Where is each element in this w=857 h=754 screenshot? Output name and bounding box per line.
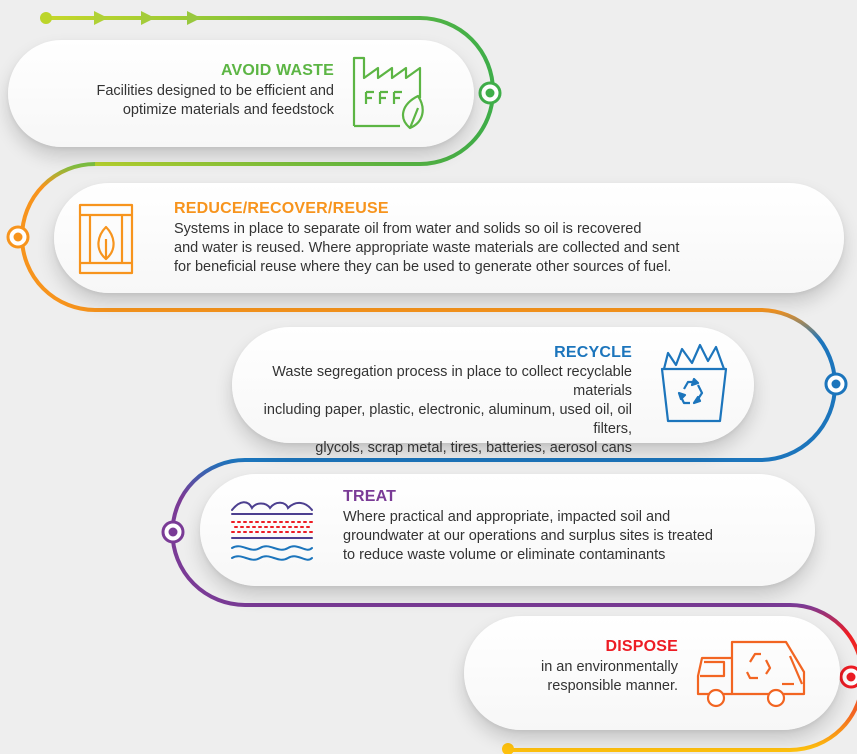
path-segment-dispose xyxy=(508,603,857,752)
step-title: RECYCLE xyxy=(554,344,632,361)
arrow-icon xyxy=(187,11,201,25)
step-description: Facilities designed to be efficient and … xyxy=(96,83,334,118)
node-marker-recycle xyxy=(824,372,848,396)
step-card-reduce-recover-reuse: REDUCE/RECOVER/REUSE Systems in place to… xyxy=(54,183,844,293)
step-card-avoid-waste: AVOID WASTE Facilities designed to be ef… xyxy=(8,40,474,147)
soil-layers-icon xyxy=(231,501,313,561)
frame-leaf-icon xyxy=(78,203,134,275)
node-marker-treat xyxy=(161,520,185,544)
step-description: Where practical and appropriate, impacte… xyxy=(343,509,713,563)
step-title: TREAT xyxy=(343,488,397,505)
node-marker-avoid xyxy=(478,81,502,105)
garbage-truck-icon xyxy=(696,640,806,708)
path-start-dot xyxy=(40,12,52,24)
node-marker-reduce xyxy=(6,225,30,249)
step-card-recycle: RECYCLE Waste segregation process in pla… xyxy=(232,327,754,456)
recycle-bin-icon xyxy=(660,343,728,423)
arrow-icon xyxy=(141,11,155,25)
step-description: Systems in place to separate oil from wa… xyxy=(174,221,680,275)
arrow-icon xyxy=(94,11,108,25)
step-description: in an environmentally responsible manner… xyxy=(540,659,678,694)
step-title: AVOID WASTE xyxy=(220,62,334,79)
step-card-dispose: DISPOSE in an environmentally responsibl… xyxy=(464,616,840,730)
step-title: DISPOSE xyxy=(605,638,678,655)
step-card-treat: TREAT Where practical and appropriate, i… xyxy=(200,474,815,586)
step-description: Waste segregation process in place to co… xyxy=(263,364,632,456)
node-marker-dispose xyxy=(839,665,857,689)
factory-leaf-icon xyxy=(352,56,424,130)
step-title: REDUCE/RECOVER/REUSE xyxy=(174,200,389,217)
path-end-dot xyxy=(502,743,514,754)
